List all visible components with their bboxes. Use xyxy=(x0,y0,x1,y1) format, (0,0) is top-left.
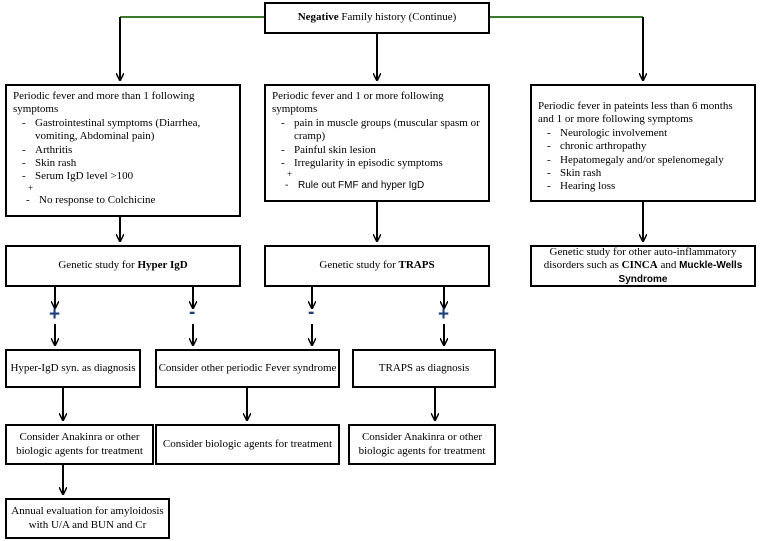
traps-diagnosis-text: TRAPS as diagnosis xyxy=(378,361,470,374)
other-periodic-fever-text: Consider other periodic Fever syndrome xyxy=(158,361,337,374)
hyperigd-criteria-intro: Periodic fever and more than 1 following… xyxy=(13,90,195,116)
list-item: chronic arthropathy xyxy=(547,140,748,154)
cinca-criteria-box: Periodic fever in pateints less than 6 m… xyxy=(530,84,756,202)
amyloidosis-evaluation-box: Annual evaluation for amyloidosis with U… xyxy=(5,498,170,539)
positive-sign-traps: + xyxy=(438,304,450,325)
genetic-study-prefix: Genetic study for xyxy=(58,259,138,272)
list-item: Gastrointestinal symptoms (Diarrhea, vom… xyxy=(22,117,233,144)
hyperigd-extra-list: No response to Colchicine xyxy=(13,194,233,208)
list-item: Skin rash xyxy=(22,157,233,171)
hyperigd-plus-marker: + xyxy=(28,182,34,193)
cinca-symptom-list: Neurologic involvement chronic arthropat… xyxy=(538,127,748,194)
genetic-study-hyperigd-box: Genetic study for Hyper IgD xyxy=(5,245,241,287)
list-item: Arthritis xyxy=(22,144,233,158)
genetic-study-other-label: Genetic study for other auto-inflammator… xyxy=(536,246,750,286)
and-text: and xyxy=(657,259,680,272)
list-item: Hearing loss xyxy=(547,180,748,194)
hyperigd-diagnosis-text: Hyper-IgD syn. as diagnosis xyxy=(10,361,136,374)
biologic-treatment-box: Consider biologic agents for treatment xyxy=(155,424,340,465)
list-item: Rule out FMF and hyper IgD xyxy=(285,180,482,192)
genetic-study-other-prefix: Genetic study for other auto-inflammator… xyxy=(543,245,737,272)
family-history-box: Negative Family history (Continue) xyxy=(264,2,490,34)
list-item: Irregularity in episodic symptoms xyxy=(281,157,482,171)
hyperigd-symptom-list: Gastrointestinal symptoms (Diarrhea, vom… xyxy=(13,117,233,184)
list-item: No response to Colchicine xyxy=(26,194,233,208)
traps-criteria-box: Periodic fever and 1 or more following s… xyxy=(264,84,490,202)
anakinra-treatment-text-1: Consider Anakinra or other biologic agen… xyxy=(16,431,143,457)
other-periodic-fever-box: Consider other periodic Fever syndrome xyxy=(155,349,340,388)
anakinra-treatment-box-2: Consider Anakinra or other biologic agen… xyxy=(348,424,496,465)
anakinra-treatment-text-2: Consider Anakinra or other biologic agen… xyxy=(358,431,486,457)
negative-sign-traps: - xyxy=(308,302,315,323)
positive-sign-hyperigd: + xyxy=(49,304,61,325)
hyperigd-criteria-box: Periodic fever and more than 1 following… xyxy=(5,84,241,217)
genetic-study-hyperigd-label: Genetic study for Hyper IgD xyxy=(58,259,187,272)
hyperigd-diagnosis-box: Hyper-IgD syn. as diagnosis xyxy=(5,349,141,388)
genetic-study-prefix: Genetic study for xyxy=(319,259,399,272)
list-item: pain in muscle groups (muscular spasm or… xyxy=(281,117,482,144)
list-item: Serum IgD level >100 xyxy=(22,170,233,184)
genetic-study-other-box: Genetic study for other auto-inflammator… xyxy=(530,245,756,287)
traps-criteria-intro: Periodic fever and 1 or more following s… xyxy=(272,90,444,116)
traps-bold: TRAPS xyxy=(398,259,435,272)
biologic-treatment-text: Consider biologic agents for treatment xyxy=(162,437,333,450)
traps-diagnosis-box: TRAPS as diagnosis xyxy=(352,349,496,388)
genetic-study-traps-box: Genetic study for TRAPS xyxy=(264,245,490,287)
muckle-wells-bold: Muckle-Wells Syndrome xyxy=(618,260,743,285)
traps-symptom-list: pain in muscle groups (muscular spasm or… xyxy=(272,117,482,171)
list-item: Hepatomegaly and/or spelenomegaly xyxy=(547,154,748,168)
family-history-label: Negative Family history (Continue) xyxy=(298,11,457,24)
anakinra-treatment-box-1: Consider Anakinra or other biologic agen… xyxy=(5,424,154,465)
cinca-bold: CINCA xyxy=(621,259,658,272)
negative-text: Negative xyxy=(297,11,339,24)
hyperigd-bold: Hyper IgD xyxy=(137,259,188,272)
amyloidosis-evaluation-text: Annual evaluation for amyloidosis with U… xyxy=(11,505,164,531)
list-item: Painful skin lesion xyxy=(281,144,482,158)
negative-sign-hyperigd: - xyxy=(189,302,196,323)
cinca-criteria-intro: Periodic fever in pateints less than 6 m… xyxy=(538,100,733,126)
list-item: Neurologic involvement xyxy=(547,127,748,141)
traps-plus-marker: + xyxy=(287,169,293,180)
family-history-text: Family history (Continue) xyxy=(338,11,457,24)
traps-extra-list: Rule out FMF and hyper IgD xyxy=(272,180,482,192)
list-item: Skin rash xyxy=(547,167,748,181)
genetic-study-traps-label: Genetic study for TRAPS xyxy=(319,259,434,272)
